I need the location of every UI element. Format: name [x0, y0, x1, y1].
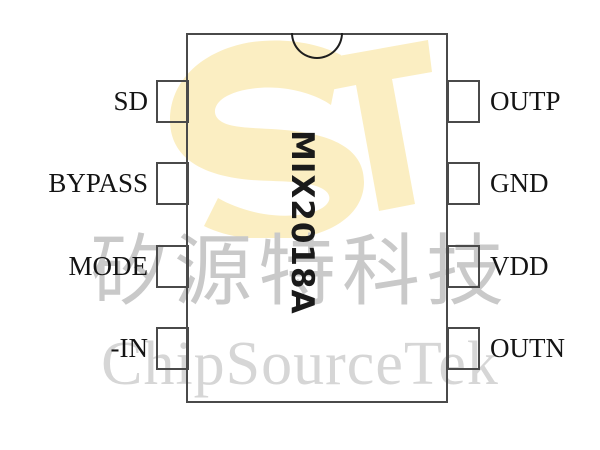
- pin-label-in-neg: -IN: [110, 333, 148, 363]
- part-number-label: MIX2018A: [284, 130, 320, 315]
- pin-label-sd: SD: [113, 86, 148, 116]
- pin-box-left-2: [156, 162, 189, 205]
- pin-label-gnd: GND: [490, 168, 549, 198]
- pin-box-right-1: [447, 80, 480, 123]
- pin-label-vdd: VDD: [490, 251, 549, 281]
- pin-label-outp: OUTP: [490, 86, 561, 116]
- pin-box-left-4: [156, 327, 189, 370]
- pin-label-outn: OUTN: [490, 333, 565, 363]
- pin-box-left-3: [156, 245, 189, 288]
- pin-label-mode: MODE: [68, 251, 149, 281]
- pin-box-right-4: [447, 327, 480, 370]
- pin-label-bypass: BYPASS: [48, 168, 148, 198]
- pin-box-right-2: [447, 162, 480, 205]
- pin-box-left-1: [156, 80, 189, 123]
- pin-box-right-3: [447, 245, 480, 288]
